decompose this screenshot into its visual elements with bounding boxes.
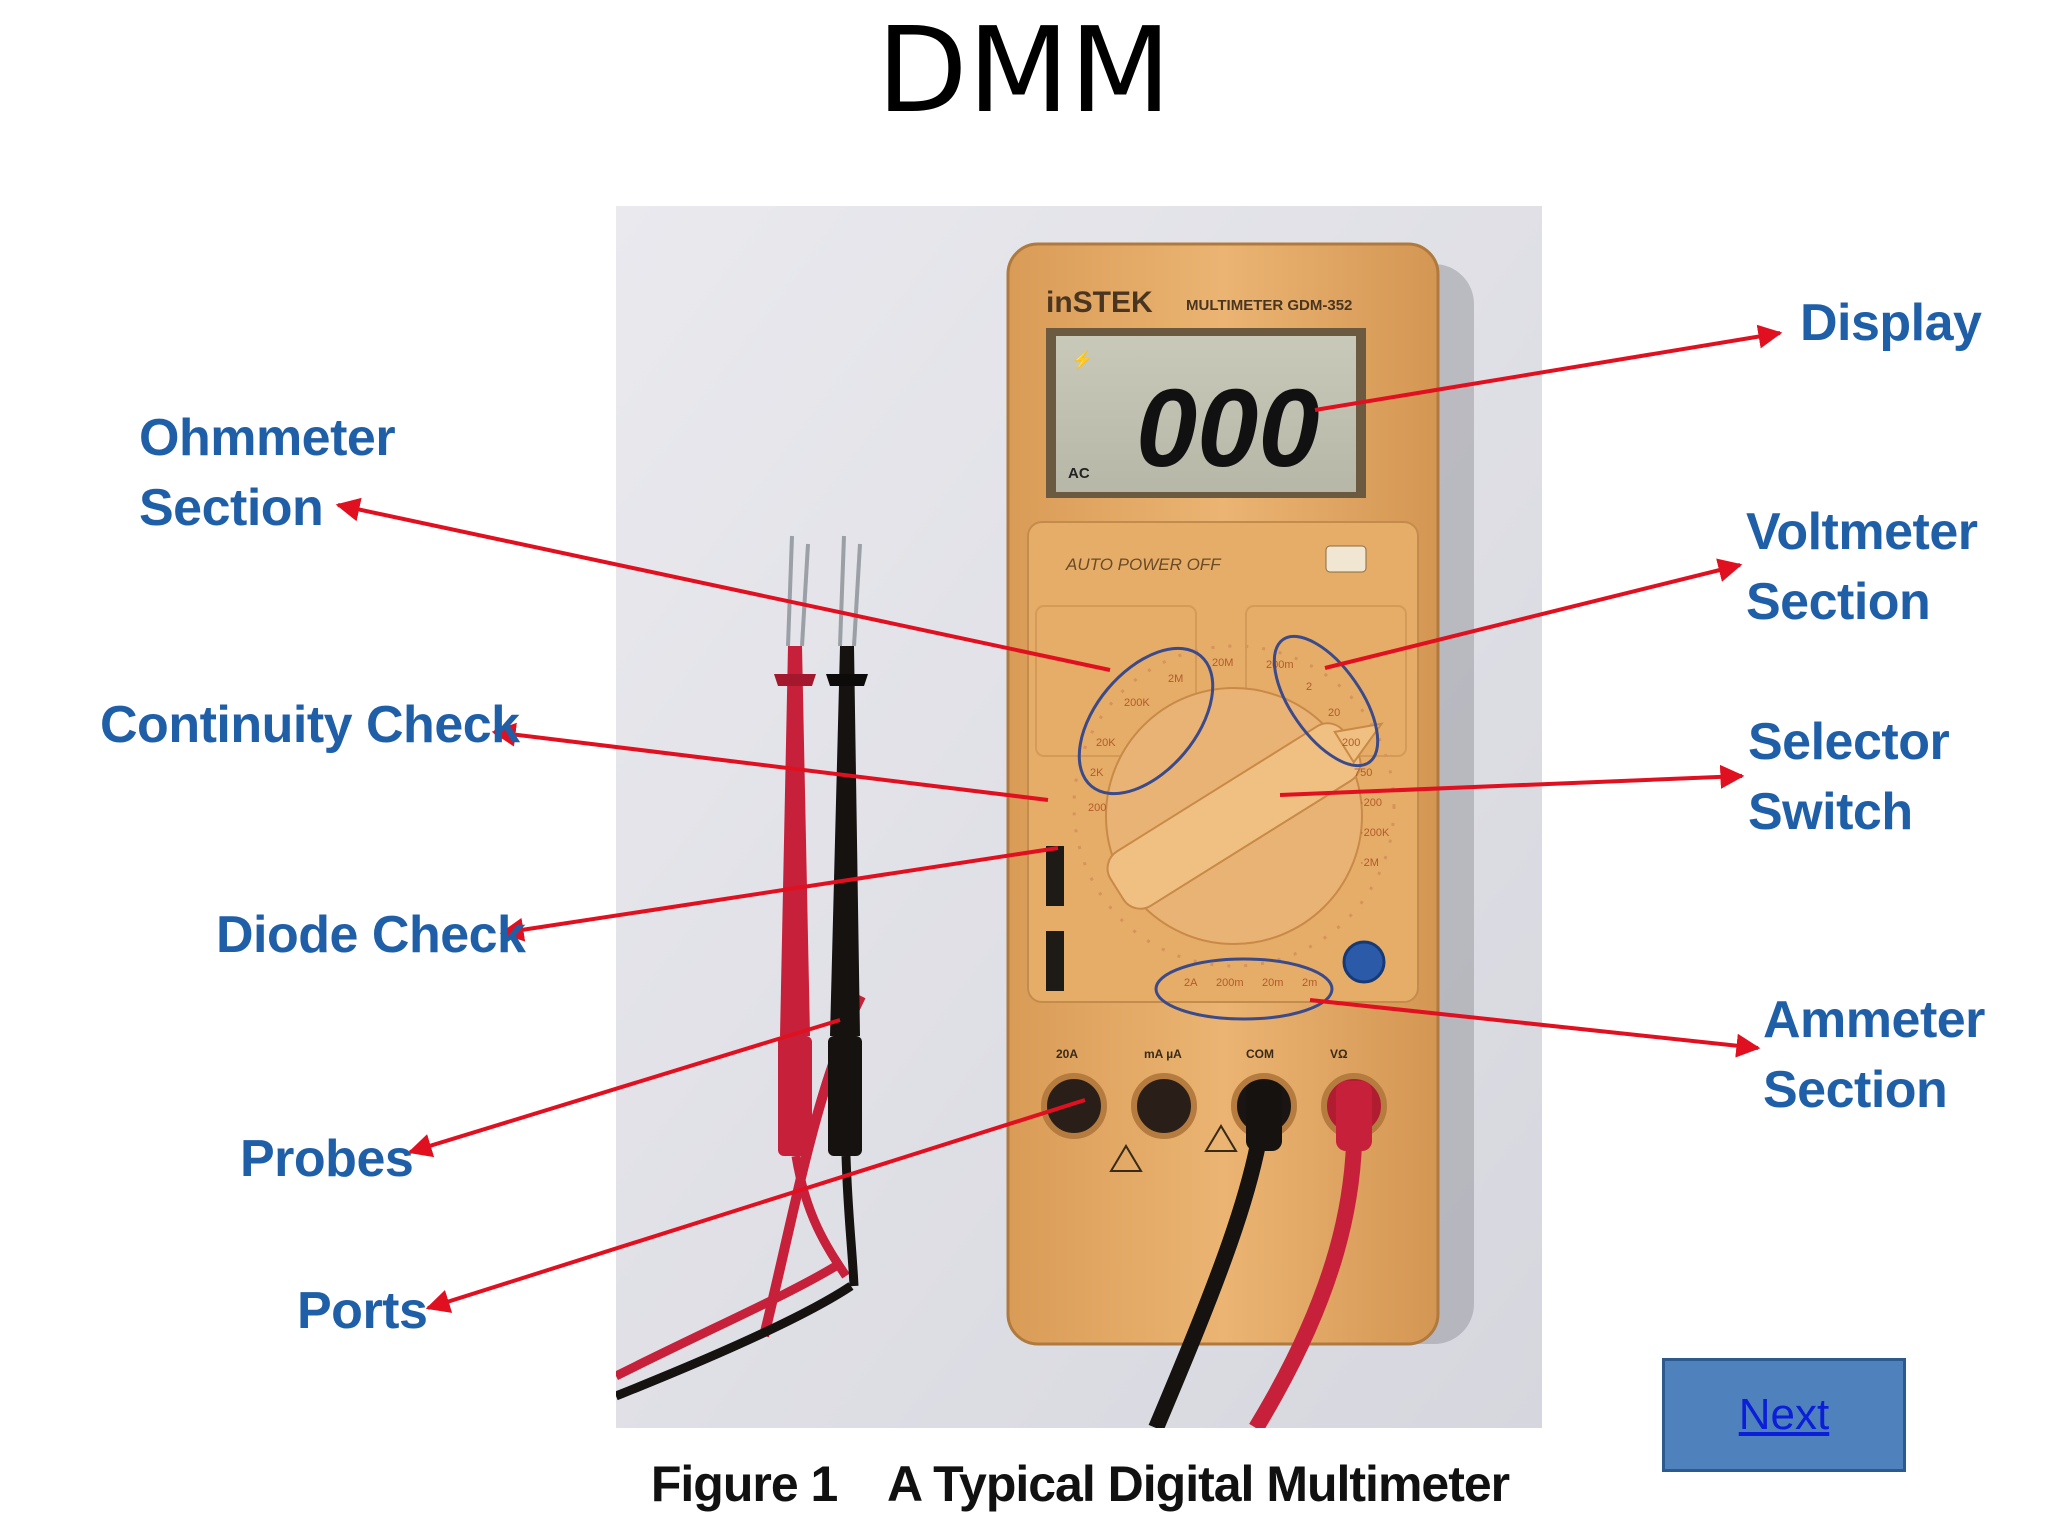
label-ohmmeter-section: Ohmmeter Section	[139, 409, 396, 537]
multimeter-photo: inSTEK MULTIMETER GDM-352 ⚡ AC 000 AUTO …	[616, 206, 1542, 1428]
svg-text:2A: 2A	[1184, 977, 1198, 989]
lcd-mode: AC	[1068, 465, 1090, 482]
svg-text:·200K: ·200K	[1360, 827, 1390, 839]
brand-text: inSTEK	[1046, 286, 1153, 319]
port-label-3: COM	[1246, 1047, 1274, 1061]
next-button[interactable]: Next	[1662, 1358, 1906, 1472]
svg-text:2K: 2K	[1090, 767, 1104, 779]
label-continuity-check: Continuity Check	[100, 696, 520, 754]
auto-power-off-text: AUTO POWER OFF	[1065, 555, 1222, 574]
svg-text:20m: 20m	[1262, 977, 1283, 989]
svg-text:200K: 200K	[1124, 697, 1150, 709]
svg-text:2M: 2M	[1168, 673, 1183, 685]
svg-text:·200: ·200	[1360, 797, 1382, 809]
svg-text:2m: 2m	[1302, 977, 1317, 989]
label-selector-switch: Selector Switch	[1748, 713, 1950, 841]
port-label-4: VΩ	[1330, 1047, 1348, 1061]
svg-text:200m: 200m	[1216, 977, 1244, 989]
arrow-selector	[1279, 764, 1745, 797]
svg-text:20M: 20M	[1212, 657, 1233, 669]
arrow-voltmeter	[1324, 558, 1743, 670]
arrow-ports	[425, 1098, 1086, 1313]
svg-text:200: 200	[1088, 802, 1106, 814]
svg-text:20: 20	[1328, 707, 1340, 719]
figure-caption: Figure 1 A Typical Digital Multimeter	[650, 1456, 1510, 1512]
test-probes	[616, 535, 868, 1401]
arrow-probes	[407, 1018, 841, 1158]
label-voltmeter-section: Voltmeter Section	[1746, 503, 1978, 631]
label-display: Display	[1800, 294, 1982, 352]
label-probes: Probes	[240, 1130, 414, 1188]
svg-text:·2M: ·2M	[1360, 857, 1379, 869]
svg-text:20K: 20K	[1096, 737, 1116, 749]
arrow-ammeter	[1309, 998, 1761, 1058]
arrow-diode	[499, 846, 1059, 942]
slide-title: DMM	[876, 1, 1172, 139]
arrow-ohmmeter	[335, 497, 1111, 672]
label-ammeter-section: Ammeter Section	[1763, 991, 1985, 1119]
port-label-1: 20A	[1056, 1047, 1078, 1061]
svg-text:2: 2	[1306, 681, 1312, 693]
svg-text:750: 750	[1354, 767, 1372, 779]
label-ports: Ports	[297, 1282, 428, 1340]
port-label-2: mA µA	[1144, 1047, 1182, 1061]
next-link[interactable]: Next	[1738, 1390, 1830, 1439]
svg-text:200: 200	[1342, 737, 1360, 749]
label-diode-check: Diode Check	[216, 906, 526, 964]
lcd-value: 000	[1136, 367, 1320, 490]
model-text: MULTIMETER GDM-352	[1186, 297, 1352, 314]
lcd-display	[1056, 336, 1356, 492]
arrow-display	[1314, 324, 1783, 412]
arrow-continuity	[491, 722, 1049, 802]
svg-text:⚡: ⚡	[1071, 349, 1093, 371]
